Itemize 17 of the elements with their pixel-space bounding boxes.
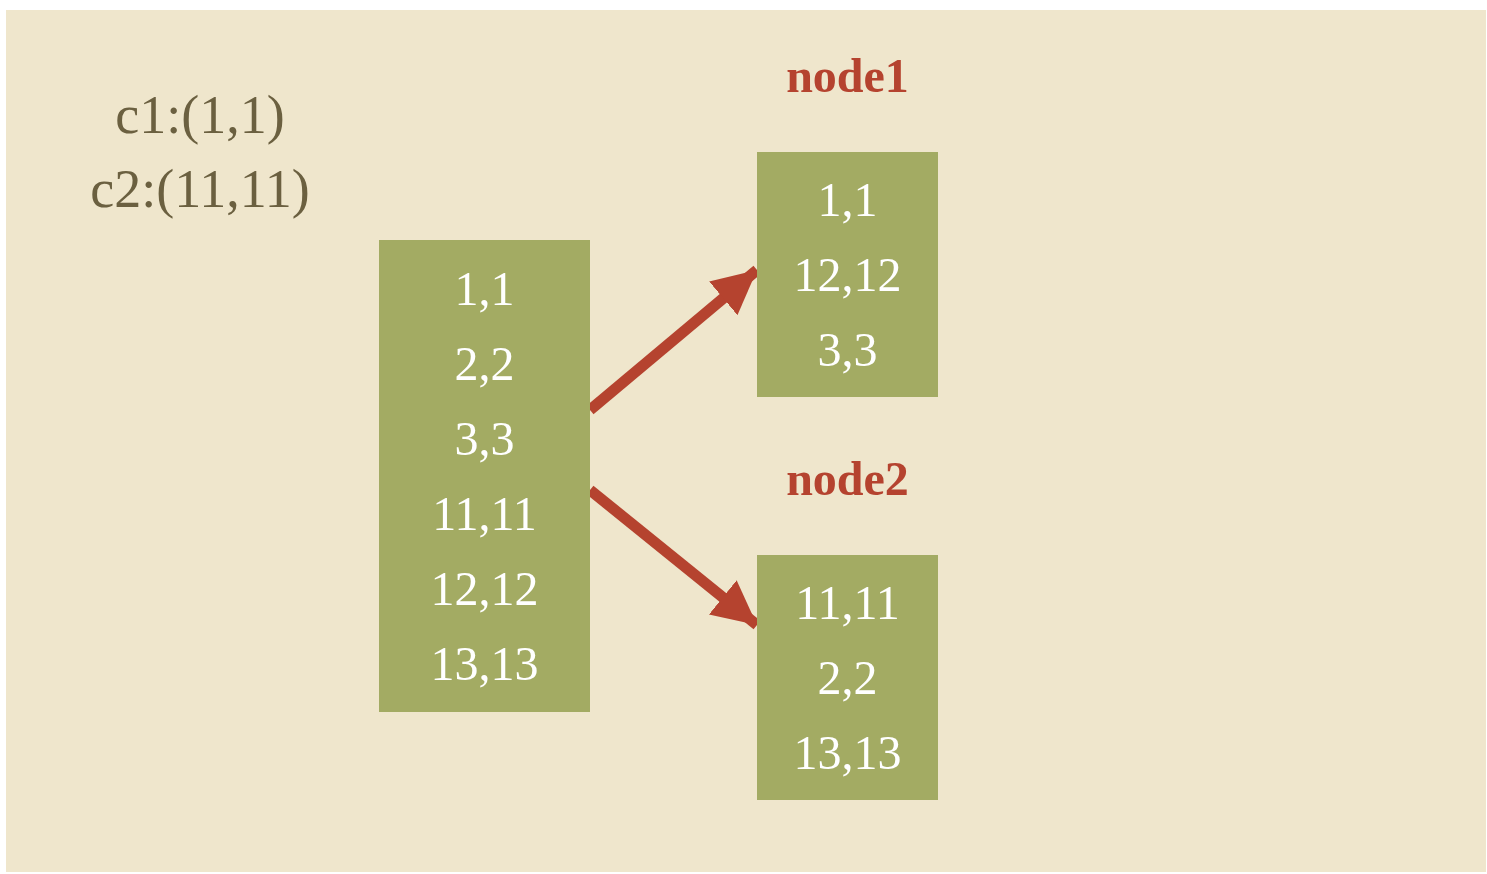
pair-value: 11,11 <box>432 486 537 542</box>
label-text: c1:(1,1) <box>115 84 285 147</box>
pair-value: 12,12 <box>793 247 902 303</box>
node-heading: node1 <box>785 48 910 104</box>
node-heading: node2 <box>785 451 910 507</box>
pair-value: 13,13 <box>793 725 902 781</box>
value-box <box>379 240 590 712</box>
pair-value: 13,13 <box>430 636 539 692</box>
pair-value: 12,12 <box>430 561 539 617</box>
pair-value: 3,3 <box>817 322 878 378</box>
pair-value: 1,1 <box>454 261 515 317</box>
label-text: c2:(11,11) <box>90 158 310 221</box>
pair-value: 1,1 <box>817 172 878 228</box>
pair-value: 11,11 <box>795 575 900 631</box>
pair-value: 2,2 <box>454 336 515 392</box>
pair-value: 2,2 <box>817 650 878 706</box>
pair-value: 3,3 <box>454 411 515 467</box>
